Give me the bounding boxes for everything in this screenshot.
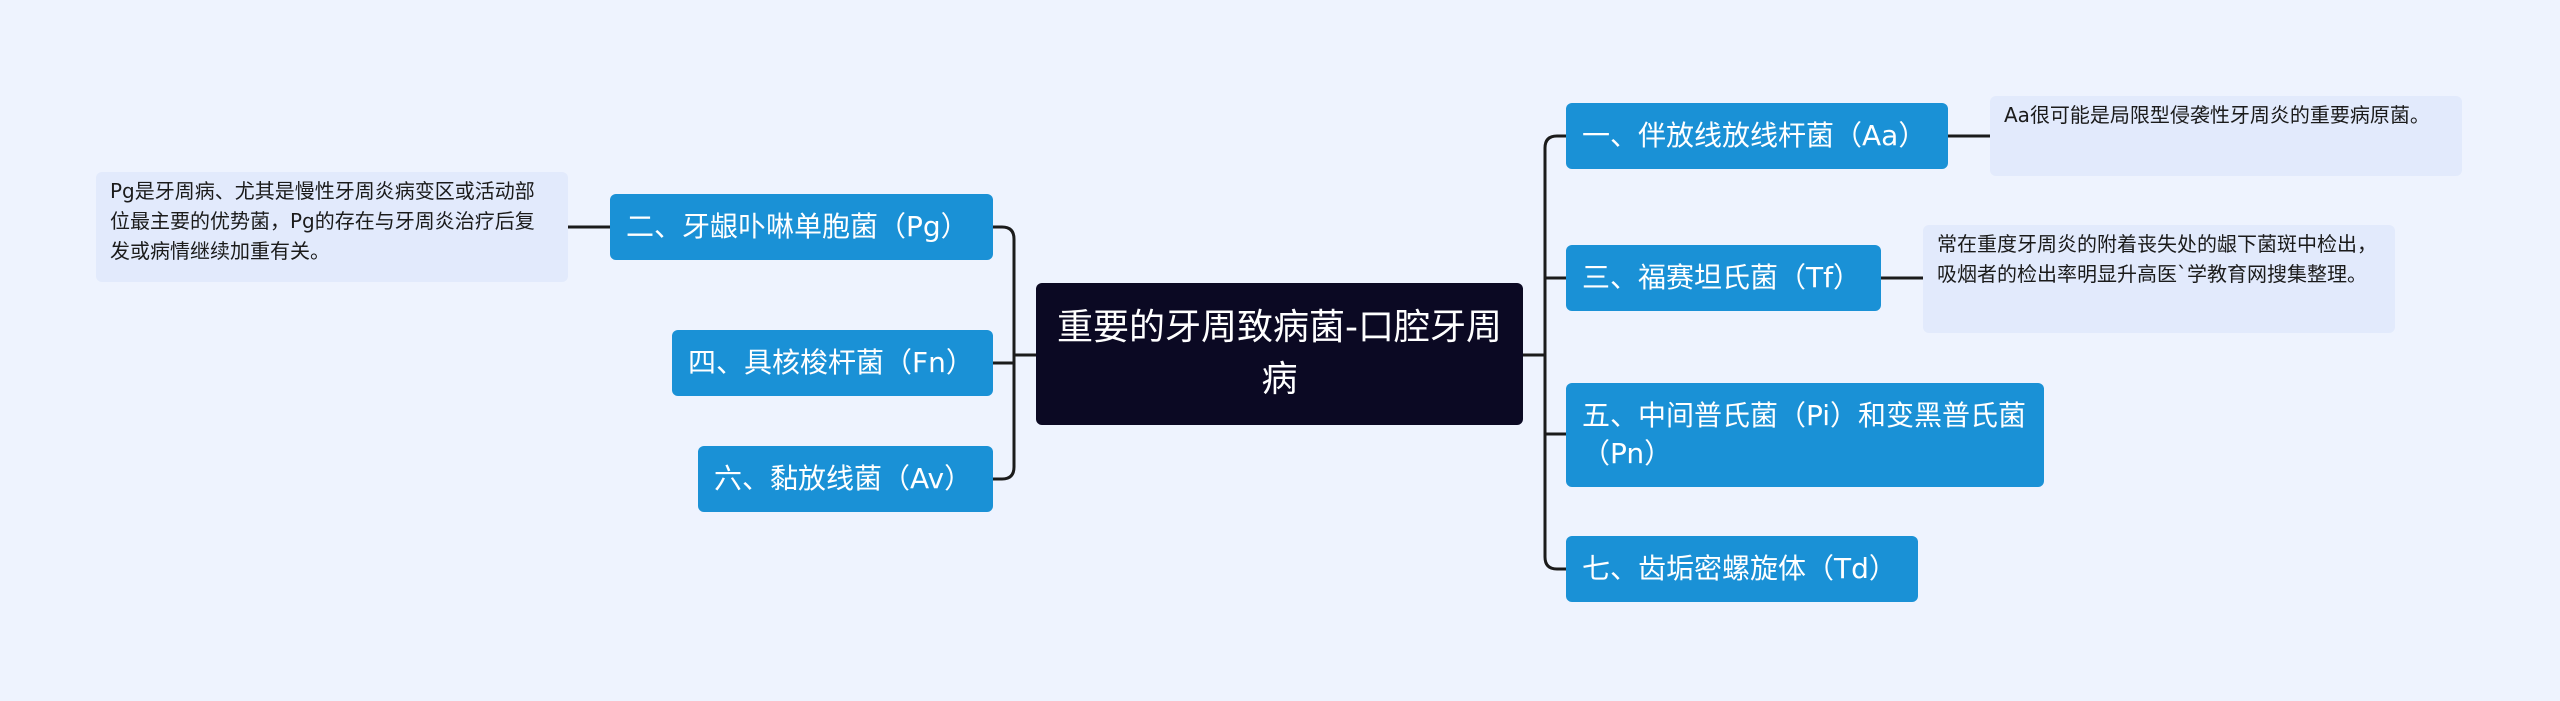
connector-right-trunk bbox=[1543, 134, 1568, 357]
branch-fn-label: 四、具核梭杆菌（Fn） bbox=[688, 346, 974, 379]
branch-pg-label: 二、牙龈卟啉单胞菌（Pg） bbox=[626, 210, 969, 243]
central-topic-label: 重要的牙周致病菌-口腔牙周病 bbox=[1057, 307, 1502, 400]
branch-tf[interactable]: 三、福赛坦氏菌（Tf） bbox=[1566, 245, 1881, 311]
branch-aa[interactable]: 一、伴放线放线杆菌（Aa） bbox=[1566, 103, 1948, 169]
central-topic[interactable]: 重要的牙周致病菌-口腔牙周病 bbox=[1036, 283, 1523, 425]
branch-av[interactable]: 六、黏放线菌（Av） bbox=[698, 446, 993, 512]
branch-fn[interactable]: 四、具核梭杆菌（Fn） bbox=[672, 330, 993, 396]
connector-left-trunk bbox=[991, 225, 1016, 357]
connector-right-trunk-lower bbox=[1543, 353, 1568, 571]
note-tf[interactable]: 常在重度牙周炎的附着丧失处的龈下菌斑中检出，吸烟者的检出率明显升高医`学教育网搜… bbox=[1923, 225, 2395, 333]
note-tf-text: 常在重度牙周炎的附着丧失处的龈下菌斑中检出，吸烟者的检出率明显升高医`学教育网搜… bbox=[1937, 232, 2377, 286]
branch-pg[interactable]: 二、牙龈卟啉单胞菌（Pg） bbox=[610, 194, 993, 260]
note-pg[interactable]: Pg是牙周病、尤其是慢性牙周炎病变区或活动部位最主要的优势菌，Pg的存在与牙周炎… bbox=[96, 172, 568, 282]
branch-pi-pn[interactable]: 五、中间普氏菌（Pi）和变黑普氏菌（Pn） bbox=[1566, 383, 2044, 487]
note-aa-text: Aa很可能是局限型侵袭性牙周炎的重要病原菌。 bbox=[2004, 103, 2430, 127]
connector-left-trunk-lower bbox=[991, 353, 1016, 481]
branch-pi-pn-label: 五、中间普氏菌（Pi）和变黑普氏菌（Pn） bbox=[1582, 399, 2027, 470]
branch-av-label: 六、黏放线菌（Av） bbox=[714, 462, 973, 495]
branch-td[interactable]: 七、齿垢密螺旋体（Td） bbox=[1566, 536, 1918, 602]
branch-tf-label: 三、福赛坦氏菌（Tf） bbox=[1582, 261, 1861, 294]
branch-td-label: 七、齿垢密螺旋体（Td） bbox=[1582, 552, 1897, 585]
note-aa[interactable]: Aa很可能是局限型侵袭性牙周炎的重要病原菌。 bbox=[1990, 96, 2462, 176]
branch-aa-label: 一、伴放线放线杆菌（Aa） bbox=[1582, 119, 1927, 152]
note-pg-text: Pg是牙周病、尤其是慢性牙周炎病变区或活动部位最主要的优势菌，Pg的存在与牙周炎… bbox=[110, 179, 535, 263]
